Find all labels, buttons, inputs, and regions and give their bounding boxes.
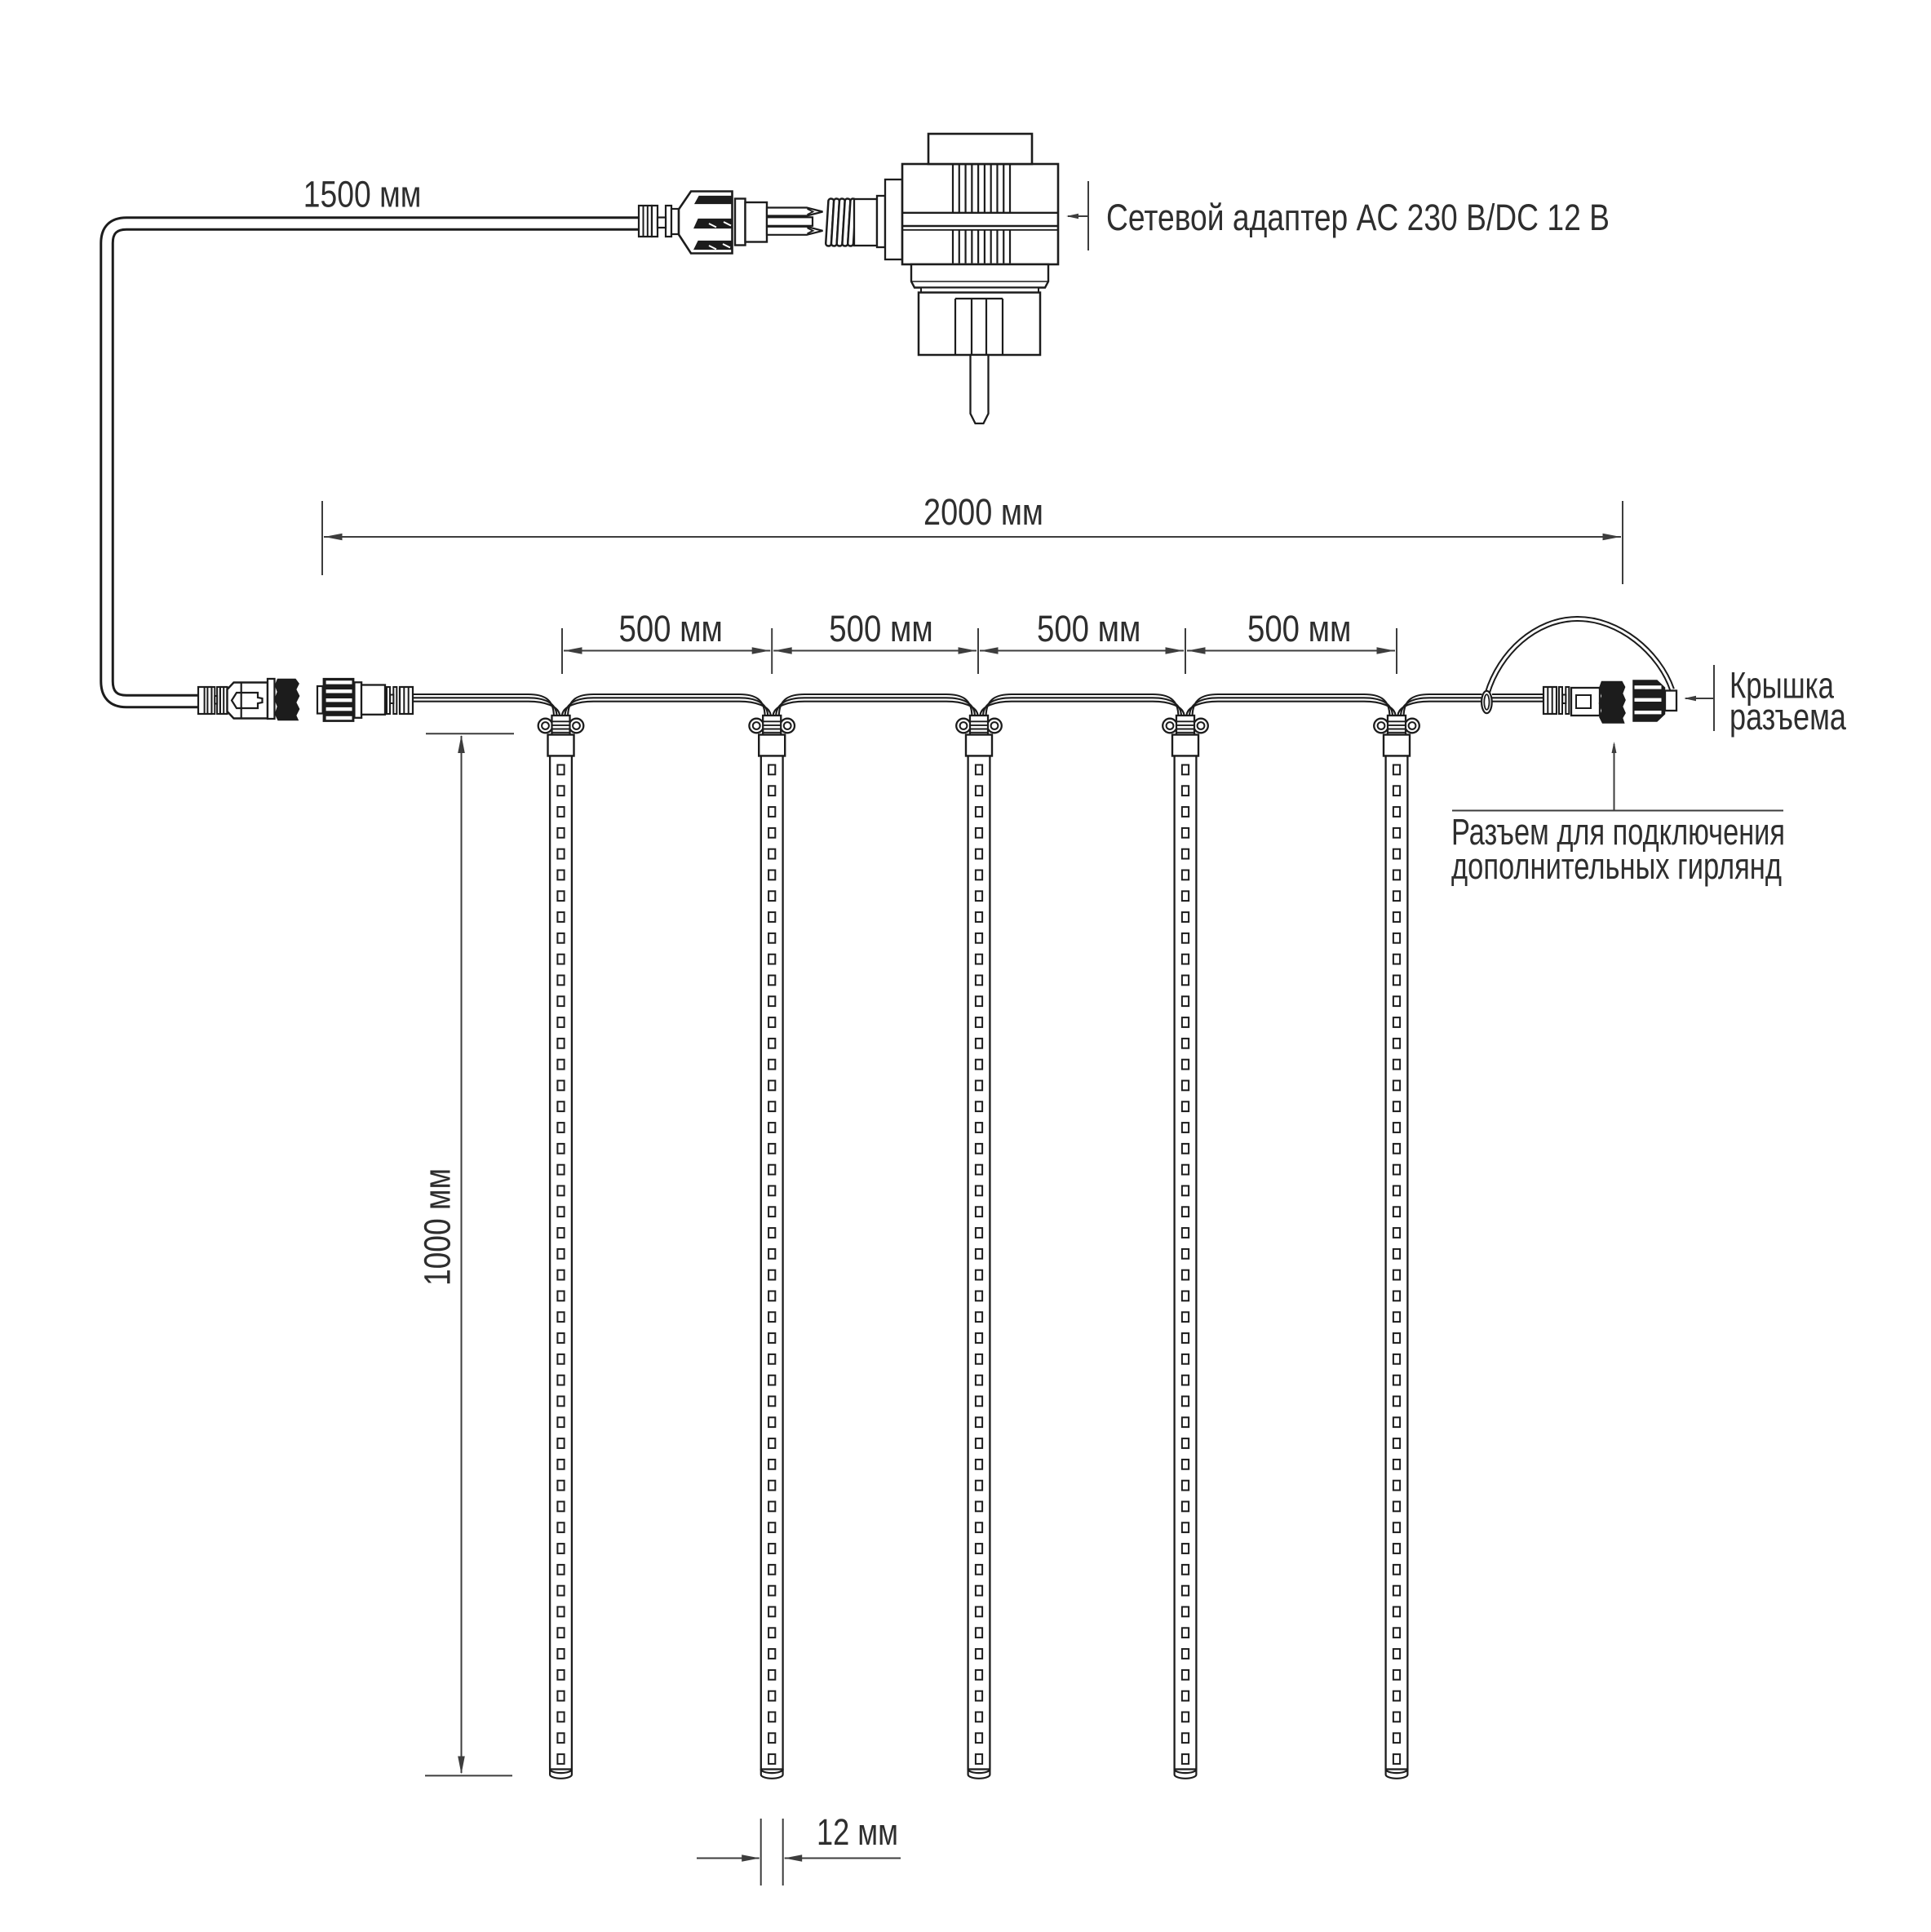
svg-text:500 мм: 500 мм: [619, 608, 723, 649]
svg-text:12 мм: 12 мм: [817, 1811, 898, 1853]
svg-text:2000 мм: 2000 мм: [923, 491, 1043, 533]
svg-text:500 мм: 500 мм: [1247, 608, 1351, 649]
svg-text:1500 мм: 1500 мм: [303, 174, 422, 215]
svg-text:Сетевой адаптер AC 230 В/DC 12: Сетевой адаптер AC 230 В/DC 12 В: [1106, 197, 1610, 238]
svg-text:разъема: разъема: [1729, 696, 1847, 738]
svg-text:500 мм: 500 мм: [1037, 608, 1140, 649]
svg-text:Разъем для подключения: Разъем для подключения: [1451, 811, 1785, 853]
svg-text:дополнительных гирлянд: дополнительных гирлянд: [1451, 845, 1782, 887]
svg-text:Крышка: Крышка: [1729, 664, 1835, 706]
svg-text:1000 мм: 1000 мм: [417, 1168, 458, 1286]
svg-text:500 мм: 500 мм: [829, 608, 932, 649]
